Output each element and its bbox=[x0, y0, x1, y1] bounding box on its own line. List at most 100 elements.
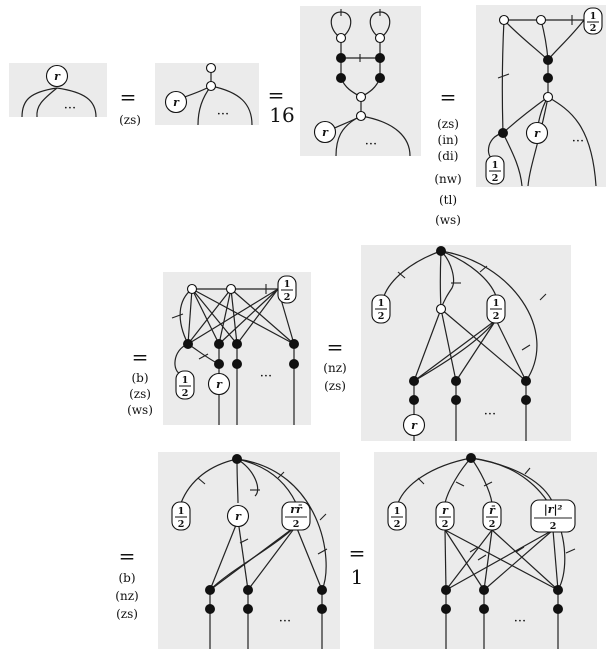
z-node bbox=[498, 14, 510, 26]
half-den: 2 bbox=[284, 292, 291, 303]
rule-label: (b) bbox=[131, 371, 148, 385]
abs-box bbox=[530, 499, 576, 533]
x-node bbox=[553, 585, 563, 595]
x-node bbox=[243, 585, 253, 595]
x-node bbox=[375, 53, 385, 63]
z-node bbox=[205, 62, 217, 74]
rrbar-den: 2 bbox=[293, 519, 300, 530]
rule-label: (zs) bbox=[116, 607, 138, 621]
rule-label: (ws) bbox=[435, 213, 461, 227]
x-node bbox=[543, 73, 553, 83]
rule-label: (zs) bbox=[324, 379, 346, 393]
equals-sign: = bbox=[132, 345, 149, 369]
equation-5: = (nz) (zs) bbox=[323, 335, 346, 393]
x-node bbox=[451, 376, 461, 386]
equation-7: = 1 bbox=[349, 541, 366, 589]
z-node bbox=[225, 283, 237, 295]
r-node bbox=[226, 504, 250, 528]
x-node bbox=[521, 395, 531, 405]
half-box bbox=[387, 501, 407, 531]
equation-2: = 16 bbox=[268, 83, 295, 127]
z-node bbox=[186, 283, 198, 295]
scalar: 1 bbox=[351, 565, 364, 589]
x-node bbox=[336, 53, 346, 63]
panel-6: 1 2 1 2 r ··· bbox=[361, 245, 571, 441]
x-node bbox=[451, 395, 461, 405]
half-den: 2 bbox=[492, 173, 499, 184]
ellipsis: ··· bbox=[365, 137, 377, 152]
panel-5: 1 2 1 2 r ··· bbox=[163, 272, 311, 425]
rule-label: (tl) bbox=[439, 193, 457, 207]
x-node bbox=[232, 359, 242, 369]
ellipsis: ··· bbox=[279, 614, 291, 629]
x-node bbox=[243, 604, 253, 614]
rrbar-box bbox=[281, 501, 311, 531]
equals-sign: = bbox=[349, 541, 366, 565]
rule-label: (zs) bbox=[129, 387, 151, 401]
x-node bbox=[441, 604, 451, 614]
equals-sign: = bbox=[440, 85, 457, 109]
panel-8: 1 2 r 2 r̄ 2 |r|² 2 ··· bbox=[374, 452, 597, 649]
half-num: 1 bbox=[590, 11, 597, 22]
rbar-half-box bbox=[482, 501, 502, 531]
rule-label: (b) bbox=[118, 571, 135, 585]
equation-3: = (zs) (in) (di) (nw) (tl) (ws) bbox=[434, 85, 461, 227]
equals-sign: = bbox=[120, 85, 137, 109]
x-node bbox=[317, 585, 327, 595]
half-num: 1 bbox=[394, 506, 401, 517]
rbar-den: 2 bbox=[489, 519, 496, 530]
x-node bbox=[183, 339, 193, 349]
half-num: 1 bbox=[182, 375, 189, 386]
x-node bbox=[498, 128, 508, 138]
x-node bbox=[479, 604, 489, 614]
half-den: 2 bbox=[378, 311, 385, 322]
x-node bbox=[543, 55, 553, 65]
ellipsis: ··· bbox=[514, 614, 526, 629]
equation-4: = (b) (zs) (ws) bbox=[127, 345, 153, 417]
ellipsis: ··· bbox=[484, 407, 496, 422]
z-node bbox=[205, 80, 217, 92]
r-label: r bbox=[235, 510, 242, 523]
r-label: r bbox=[216, 378, 223, 391]
half-box bbox=[171, 501, 191, 531]
z-node bbox=[535, 14, 547, 26]
x-node bbox=[466, 453, 476, 463]
x-node bbox=[436, 246, 446, 256]
x-node bbox=[289, 359, 299, 369]
equation-6: = (b) (nz) (zs) bbox=[115, 544, 138, 621]
z-node bbox=[435, 303, 447, 315]
half-den: 2 bbox=[590, 23, 597, 34]
rrbar-num: rr̄ bbox=[290, 503, 303, 516]
x-node bbox=[409, 376, 419, 386]
ellipsis: ··· bbox=[217, 107, 229, 122]
half-num: 1 bbox=[492, 160, 499, 171]
panel-2: r ··· bbox=[155, 62, 259, 126]
r-node bbox=[313, 120, 337, 144]
rule-label: (ws) bbox=[127, 403, 153, 417]
r-label: r bbox=[411, 419, 418, 432]
r-half-box bbox=[435, 501, 455, 531]
ellipsis: ··· bbox=[572, 134, 584, 149]
r-node bbox=[45, 64, 69, 88]
rule-label: (in) bbox=[438, 133, 459, 147]
x-node bbox=[521, 376, 531, 386]
r-num: r bbox=[442, 504, 449, 517]
equals-sign: = bbox=[268, 83, 285, 107]
r-node bbox=[207, 372, 231, 396]
half-num: 1 bbox=[178, 506, 185, 517]
r-label: r bbox=[54, 70, 61, 83]
z-node bbox=[355, 91, 367, 103]
x-node bbox=[336, 73, 346, 83]
equals-sign: = bbox=[327, 335, 344, 359]
x-node bbox=[441, 585, 451, 595]
half-num: 1 bbox=[284, 279, 291, 290]
x-node bbox=[214, 339, 224, 349]
z-node bbox=[355, 110, 367, 122]
x-node bbox=[232, 339, 242, 349]
equals-sign: = bbox=[119, 544, 136, 568]
rule-label: (nz) bbox=[323, 361, 346, 375]
x-node bbox=[479, 585, 489, 595]
scalar: 16 bbox=[269, 103, 294, 127]
rule-label: (di) bbox=[438, 149, 459, 163]
x-node bbox=[205, 585, 215, 595]
